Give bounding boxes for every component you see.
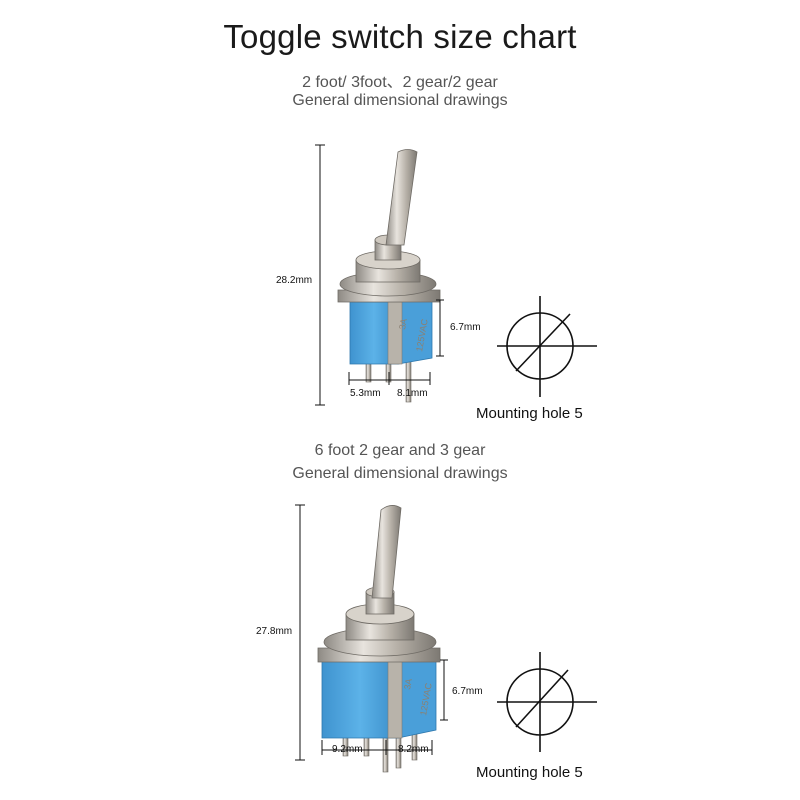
height-dimension-label: 28.2mm xyxy=(276,275,313,286)
switch-body: 3A 125VAC xyxy=(349,297,433,365)
page-title: Toggle switch size chart xyxy=(223,18,577,55)
section-one-caption: General dimensional drawings xyxy=(292,92,508,109)
switch-body: 3A 125VAC xyxy=(321,655,437,739)
mounting-hole-label: Mounting hole 5 xyxy=(476,405,583,422)
body-dimension-line xyxy=(440,659,448,721)
height-dimension-line xyxy=(315,144,325,406)
mounting-hole-symbol xyxy=(497,652,597,752)
body-dimension-label: 6.7mm xyxy=(452,686,483,697)
switch-two: 3A 125VAC xyxy=(295,504,448,773)
switch-one: 3A 125VAC xyxy=(315,144,444,406)
switch-body-rating: 3A xyxy=(397,318,409,331)
section-one-subtitle: 2 foot/ 3foot、2 gear/2 gear xyxy=(302,74,498,91)
section-two-subtitle: 6 foot 2 gear and 3 gear xyxy=(314,442,486,459)
pin-dimension-lines xyxy=(321,740,433,755)
body-dimension-label: 6.7mm xyxy=(450,322,481,333)
pin-dimension-left-label: 9.2mm xyxy=(332,744,363,755)
height-dimension-label: 27.8mm xyxy=(256,626,293,637)
pin-dimension-lines xyxy=(348,372,431,385)
switch-body-rating: 3A xyxy=(402,678,414,691)
pin-dimension-left-label: 5.3mm xyxy=(350,388,381,399)
pin-dimension-right-label: 8.2mm xyxy=(398,744,429,755)
pin-dimension-right-label: 8.1mm xyxy=(397,388,428,399)
section-two-caption: General dimensional drawings xyxy=(292,465,508,482)
height-dimension-line xyxy=(295,504,305,761)
body-dimension-line xyxy=(436,299,444,357)
mounting-hole-symbol xyxy=(497,296,597,397)
mounting-hole-label: Mounting hole 5 xyxy=(476,764,583,781)
